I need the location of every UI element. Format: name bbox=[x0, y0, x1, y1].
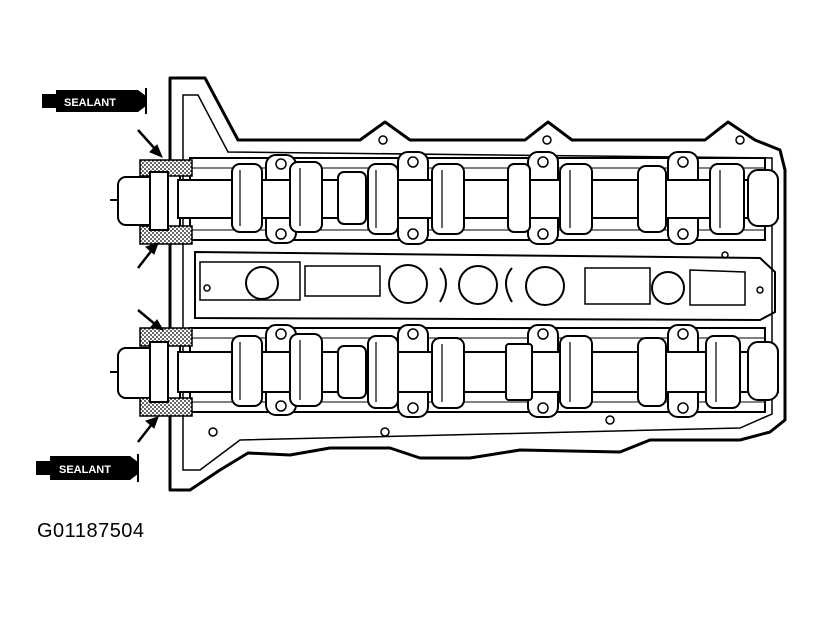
lower-cam-seal bbox=[139, 327, 193, 417]
figure-id: G01187504 bbox=[37, 520, 145, 542]
sealant-tube-upper: SEALANT bbox=[42, 88, 147, 114]
sealant-arrows bbox=[137, 129, 165, 443]
sealant-tube-lower: SEALANT bbox=[36, 454, 139, 482]
arrow-upper-bottom bbox=[137, 242, 159, 269]
arrow-lower-top bbox=[137, 309, 165, 331]
sealant-label-lower: SEALANT bbox=[59, 464, 111, 476]
upper-cam-seal bbox=[139, 159, 193, 245]
arrow-lower-bottom bbox=[137, 416, 159, 443]
sealant-label-upper: SEALANT bbox=[64, 97, 116, 109]
head-bolt-holes bbox=[208, 135, 745, 437]
cylinder-head-inner-edge bbox=[182, 94, 773, 471]
deck-area bbox=[194, 250, 776, 322]
arrow-upper-top bbox=[137, 129, 163, 158]
cylinder-head-outline bbox=[168, 76, 787, 492]
